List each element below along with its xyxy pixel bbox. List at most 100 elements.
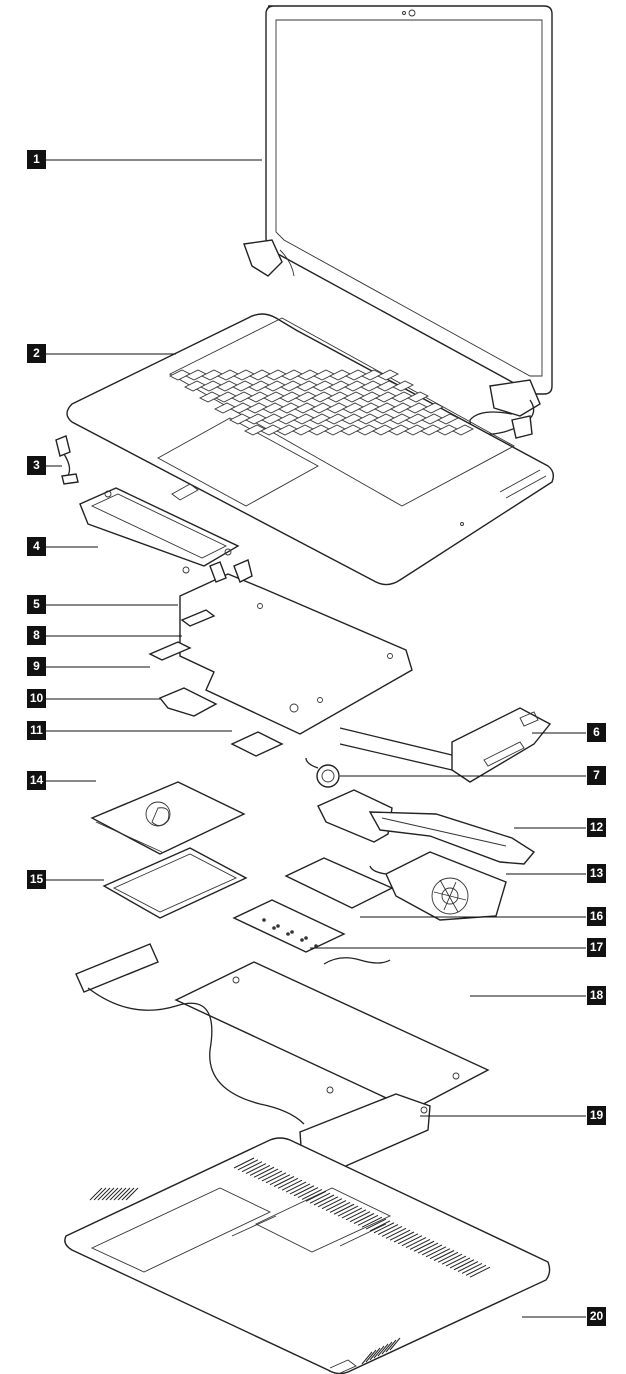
vent-slot [345, 1209, 367, 1221]
vent-slot [293, 1185, 315, 1197]
small-modules [148, 609, 284, 757]
keyboard-key [391, 380, 415, 392]
callout-16: 16 [587, 907, 606, 926]
vent-slot [301, 1189, 323, 1200]
callout-12: 12 [587, 818, 606, 837]
shield-dot [286, 932, 290, 936]
vent-slot [101, 1187, 115, 1201]
vent-slot [285, 1181, 307, 1193]
vent-slot [389, 1229, 411, 1241]
callout-19: 19 [587, 1106, 606, 1125]
callout-17: 17 [587, 938, 606, 957]
fan [369, 851, 507, 921]
vent-slot [321, 1198, 343, 1210]
vent-slot [121, 1187, 135, 1201]
callout-20: 20 [587, 1307, 606, 1326]
keyboard-key [421, 402, 445, 414]
vent-slot [453, 1259, 475, 1271]
vent-slot [389, 1337, 401, 1351]
vent-slot [461, 1263, 483, 1274]
vent-slot [409, 1238, 431, 1250]
vent-slot [469, 1266, 491, 1278]
vent-slot [449, 1257, 471, 1269]
callout-1: 1 [27, 150, 46, 169]
vent-slot [245, 1163, 267, 1174]
vent-slot [417, 1242, 439, 1254]
vent-slot [289, 1183, 311, 1195]
callout-2: 2 [27, 344, 46, 363]
keyboard-key [436, 413, 460, 425]
callout-4: 4 [27, 537, 46, 556]
vent-slot [369, 1220, 391, 1232]
vent-slot [325, 1200, 347, 1211]
vent-slot [465, 1264, 487, 1276]
vent-slot [361, 1351, 373, 1365]
vent-slot [117, 1187, 131, 1201]
vent-slot [421, 1244, 443, 1256]
vent-slot [433, 1250, 455, 1261]
vent-slot [93, 1187, 107, 1201]
vent-slot [305, 1190, 327, 1202]
drive-bracket [102, 847, 248, 919]
vent-slot [413, 1240, 435, 1252]
vent-slot [445, 1255, 467, 1267]
battery [174, 957, 490, 1111]
vent-slot [277, 1177, 299, 1189]
storage-drive [90, 781, 246, 855]
vent-slot [297, 1187, 319, 1199]
vent-slot [125, 1187, 139, 1201]
keyboard-key [376, 369, 400, 381]
keyboard-key [406, 391, 430, 403]
leader-lines [46, 159, 586, 1318]
shield-dot [314, 944, 318, 948]
callout-3: 3 [27, 456, 46, 475]
vent-slot [377, 1224, 399, 1236]
vent-slot [353, 1213, 375, 1224]
callout-13: 13 [587, 864, 606, 883]
dc-in-connector [55, 435, 79, 485]
shields [232, 857, 394, 953]
callout-11: 11 [27, 721, 46, 740]
vent-slot [237, 1159, 259, 1171]
vent-slot [437, 1251, 459, 1263]
keyboard-keys [168, 369, 475, 436]
vent-slot [249, 1164, 271, 1176]
vent-slot [281, 1179, 303, 1191]
shield-dot [300, 938, 304, 942]
callout-15: 15 [27, 870, 46, 889]
vent-slot [261, 1170, 283, 1182]
vent-slot [365, 1218, 387, 1230]
callout-7: 7 [587, 766, 606, 785]
keyboard-key [451, 424, 475, 436]
shield-dot [276, 924, 280, 928]
vent-slot [393, 1231, 415, 1243]
thermal-module [317, 789, 536, 865]
callout-8: 8 [27, 626, 46, 645]
vent-slot [265, 1172, 287, 1184]
vent-slot [257, 1168, 279, 1180]
vent-slot [97, 1187, 111, 1201]
vent-slot [309, 1192, 331, 1204]
bottom-cover [64, 1137, 551, 1374]
keyboard-bezel [66, 313, 555, 586]
callout-18: 18 [587, 986, 606, 1005]
coin-cell-battery [305, 757, 340, 788]
vent-slot [333, 1203, 355, 1215]
vent-slot [373, 1345, 385, 1359]
vent-slot [329, 1201, 351, 1213]
shield-dot [272, 926, 276, 930]
vent-slot [401, 1235, 423, 1247]
touchpad-board [79, 487, 240, 574]
callout-9: 9 [27, 657, 46, 676]
vent-slot [349, 1211, 371, 1223]
vent-slot [441, 1253, 463, 1265]
vent-slot [89, 1187, 103, 1201]
vent-slot [381, 1341, 393, 1355]
vent-slot [313, 1194, 335, 1206]
shield-dot [304, 936, 308, 940]
vent-slot [385, 1227, 407, 1239]
vent-slot [425, 1246, 447, 1258]
vent-slot [113, 1187, 127, 1201]
vent-slot [253, 1166, 275, 1178]
vent-slot [341, 1207, 363, 1219]
